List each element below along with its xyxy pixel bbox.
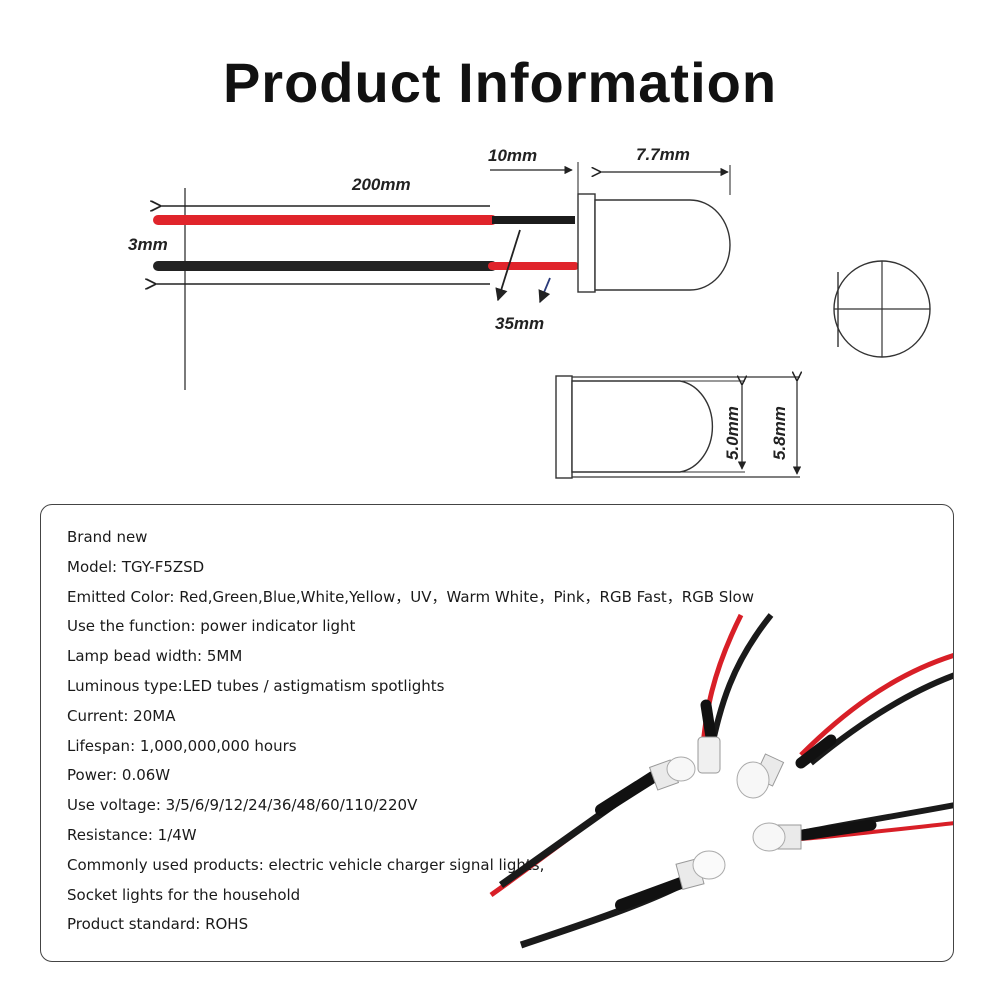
dim-3-label: 3mm: [128, 235, 168, 254]
spec-emitted-color: Emitted Color: Red,Green,Blue,White,Yell…: [67, 587, 755, 606]
dim-35-arrow-1: [495, 229, 521, 302]
spec-products: Commonly used products: electric vehicle…: [67, 855, 545, 874]
spec-luminous-type: Luminous type:LED tubes / astigmatism sp…: [67, 676, 445, 695]
spec-standard: Product standard: ROHS: [67, 915, 249, 934]
specifications-panel: Brand new Model: TGY-F5ZSD Emitted Color…: [40, 504, 954, 962]
dim-35-label: 35mm: [495, 314, 544, 333]
heatshrink-2: [795, 734, 837, 769]
led-bulb-4: [752, 822, 802, 852]
spec-brand: Brand new: [67, 528, 148, 546]
dim-10-label: 10mm: [488, 146, 537, 165]
spec-current: Current: 20MA: [67, 706, 176, 725]
wire-photo-2: [700, 613, 744, 746]
spec-resistance: Resistance: 1/4W: [67, 825, 197, 844]
heatshrink-4: [615, 877, 687, 911]
led-bulb-2: [697, 736, 721, 774]
dim-77-label: 7.7mm: [636, 145, 690, 164]
dim-50-label: 5.0mm: [723, 406, 742, 460]
led-flange-front: [555, 375, 573, 479]
led-dimension-diagram: 200mm 3mm 35mm 10mm 7.7mm 5.0mm 5.8mm: [128, 145, 931, 479]
spec-lifespan: Lifespan: 1,000,000,000 hours: [67, 736, 297, 755]
spec-model: Model: TGY-F5ZSD: [67, 557, 205, 576]
led-product-photo: [489, 613, 953, 949]
led-flange-side: [577, 193, 596, 293]
dim-35-arrow-2: [538, 277, 551, 304]
spec-products-cont: Socket lights for the household: [67, 885, 301, 904]
spec-voltage: Use voltage: 3/5/6/9/12/24/36/48/60/110/…: [67, 796, 418, 815]
spec-bead-width: Lamp bead width: 5MM: [67, 647, 243, 666]
dim-58-label: 5.8mm: [770, 406, 789, 460]
led-bulb-3: [736, 753, 785, 799]
led-bulb-5: [675, 850, 726, 891]
spec-list: Brand new Model: TGY-F5ZSD Emitted Color…: [67, 523, 754, 940]
led-lens-front: [571, 380, 714, 473]
led-bulb-1: [648, 756, 696, 791]
led-lens-side: [594, 199, 731, 291]
wire-photo-3: [799, 653, 953, 757]
heatshrink-5: [797, 819, 877, 841]
wire-photo-4: [809, 672, 953, 766]
spec-function: Use the function: power indicator light: [67, 617, 356, 636]
spec-power: Power: 0.06W: [67, 766, 171, 785]
dim-200-label: 200mm: [351, 175, 411, 194]
page-title: Product Information: [222, 51, 778, 114]
heatshrink-3: [595, 771, 659, 816]
